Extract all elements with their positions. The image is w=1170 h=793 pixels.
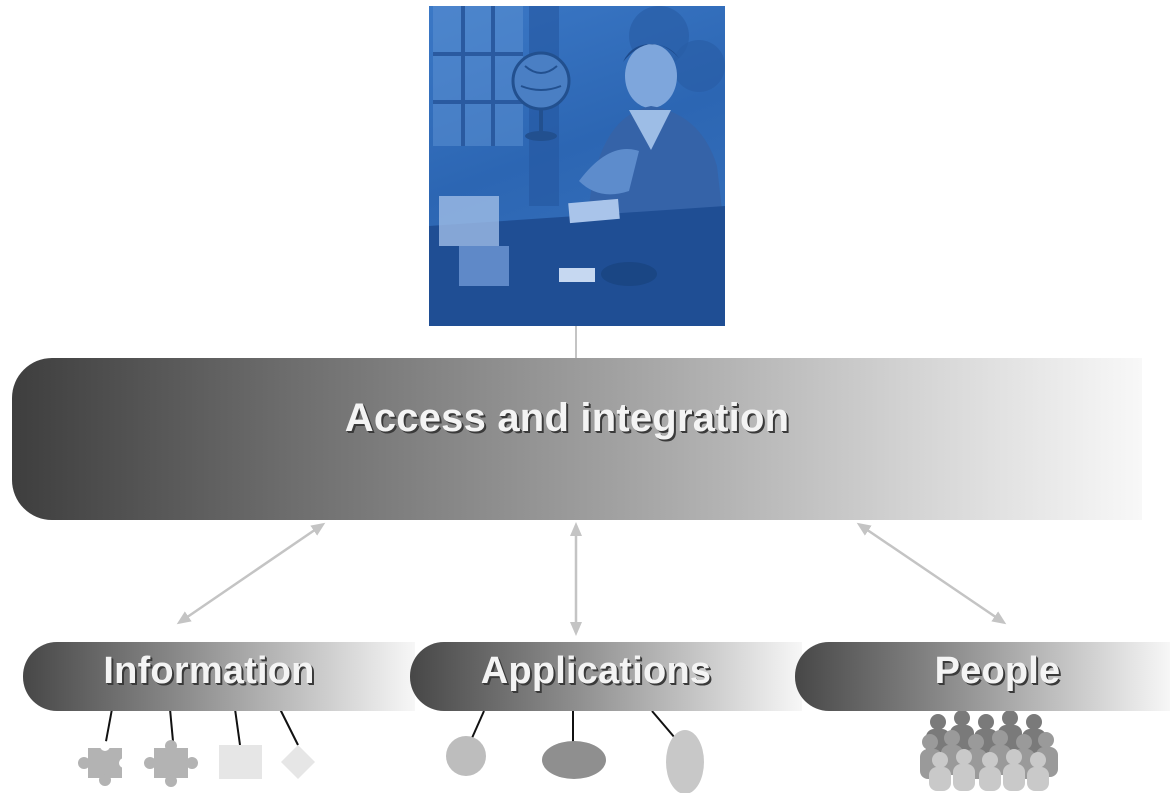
applications-pill: Applications [410,642,802,711]
circle-shape-icon [446,736,486,776]
access-integration-label: Access and integration [344,395,790,440]
square-shape-icon [219,745,262,779]
puzzle-piece-icon [78,741,129,786]
ellipse-shape-icon [542,741,606,779]
information-label: Information [103,650,315,692]
arrow-to-information [176,522,326,625]
people-pill: People [795,642,1170,711]
information-pill: Information [23,642,415,711]
access-integration-bar: Access and integration [12,358,1142,520]
oval-shape-icon [666,730,704,793]
person-at-desk-photo [429,6,725,326]
arrow-to-people [856,522,1007,625]
crowd-people-icon [920,710,1058,791]
puzzle-piece-icon [144,740,198,787]
people-label: People [934,650,1061,692]
applications-label: Applications [480,650,712,692]
diamond-shape-icon [281,745,315,779]
